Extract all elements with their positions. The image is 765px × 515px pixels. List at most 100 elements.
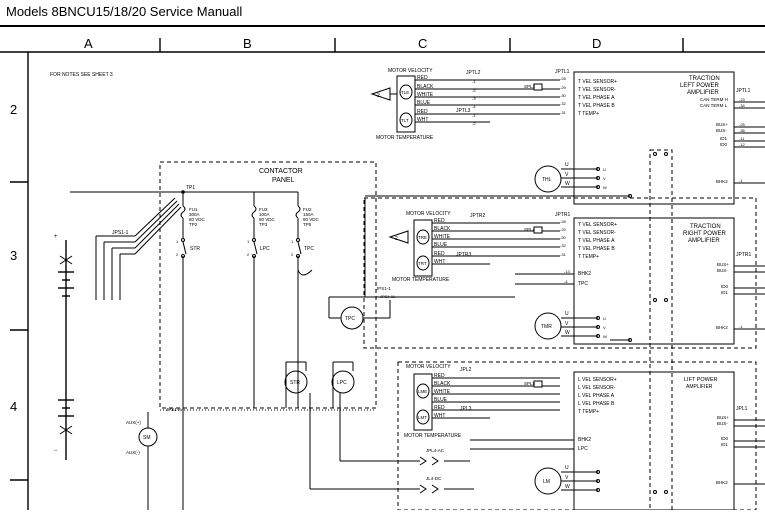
svg-text:MOTOR VELOCITY: MOTOR VELOCITY bbox=[406, 211, 451, 217]
svg-text:-32: -32 bbox=[560, 243, 567, 248]
lmt-sensor bbox=[416, 409, 430, 425]
svg-text:AMPLIFIER: AMPLIFIER bbox=[687, 90, 719, 96]
svg-text:-1: -1 bbox=[472, 113, 476, 118]
column-label-d: D bbox=[592, 36, 601, 51]
row-label-2: 2 bbox=[10, 102, 17, 117]
svg-text:U: U bbox=[565, 162, 569, 168]
svg-text:AUX(-): AUX(-) bbox=[126, 450, 140, 455]
svg-text:JPTL2: JPTL2 bbox=[466, 70, 481, 76]
fuse-fu3: FU3 100A 80 VDC TP3 bbox=[251, 192, 276, 238]
str-coil: STR bbox=[284, 361, 308, 408]
svg-text:BHK2: BHK2 bbox=[578, 437, 591, 443]
page-title: Models 8BNCU15/18/20 Service Manuall bbox=[6, 4, 242, 19]
svg-text:-1: -1 bbox=[739, 324, 743, 329]
svg-text:SPL5: SPL5 bbox=[524, 381, 536, 386]
svg-text:ID1: ID1 bbox=[720, 136, 728, 141]
contactor-tpc: TPC 1 2 bbox=[291, 238, 314, 276]
svg-text:TP2: TP2 bbox=[189, 222, 198, 227]
svg-text:-12: -12 bbox=[739, 142, 746, 147]
svg-text:RIGHT POWER: RIGHT POWER bbox=[683, 231, 727, 237]
svg-text:TPC: TPC bbox=[304, 246, 314, 252]
svg-text:TMR: TMR bbox=[541, 324, 552, 330]
left-ref-triangle bbox=[370, 87, 391, 101]
svg-text:L VEL PHASE B: L VEL PHASE B bbox=[578, 401, 615, 407]
column-label-c: C bbox=[418, 36, 427, 51]
svg-text:T VEL SENSOR-: T VEL SENSOR- bbox=[578, 87, 616, 93]
svg-text:TLE: TLE bbox=[401, 90, 409, 95]
svg-text:T VEL PHASE B: T VEL PHASE B bbox=[578, 103, 615, 109]
svg-text:T TEMP+: T TEMP+ bbox=[578, 409, 599, 415]
svg-text:1: 1 bbox=[247, 239, 250, 244]
svg-text:U: U bbox=[603, 167, 606, 172]
svg-text:−: − bbox=[54, 448, 58, 454]
svg-text:JPL3: JPL3 bbox=[460, 406, 472, 412]
svg-text:-11: -11 bbox=[739, 136, 745, 141]
svg-text:W: W bbox=[565, 330, 570, 336]
row-label-3: 3 bbox=[10, 248, 17, 263]
svg-text:JPTL3: JPTL3 bbox=[456, 108, 471, 114]
sm-motor: SM AUX(+) AUX(-) bbox=[126, 412, 158, 510]
svg-text:LMT: LMT bbox=[418, 415, 427, 420]
svg-text:AMPLIFIER: AMPLIFIER bbox=[688, 238, 720, 244]
svg-text:TP5: TP5 bbox=[303, 222, 312, 227]
left-motor-temperature-label: MOTOR TEMPERATURE bbox=[376, 135, 434, 141]
svg-text:JPTL1: JPTL1 bbox=[555, 69, 570, 75]
svg-text:MOTOR TEMPERATURE: MOTOR TEMPERATURE bbox=[404, 433, 462, 439]
svg-text:-2: -2 bbox=[472, 121, 476, 126]
svg-text:80 VDC: 80 VDC bbox=[189, 217, 206, 222]
svg-text:ID1: ID1 bbox=[721, 442, 729, 447]
contactor-str: STR 1 2 bbox=[176, 238, 200, 275]
svg-text:CAN TERM L: CAN TERM L bbox=[700, 103, 728, 108]
svg-text:L VEL SENSOR-: L VEL SENSOR- bbox=[578, 385, 616, 391]
svg-text:-28: -28 bbox=[560, 76, 567, 81]
svg-text:U: U bbox=[565, 465, 569, 471]
jps1-harness: JPS1-1 bbox=[95, 197, 182, 300]
svg-text:JL4-DC: JL4-DC bbox=[426, 476, 442, 481]
svg-text:-30: -30 bbox=[560, 93, 567, 98]
svg-text:RED: RED bbox=[434, 373, 445, 379]
svg-text:MOTOR VELOCITY: MOTOR VELOCITY bbox=[406, 364, 451, 370]
svg-text:V: V bbox=[565, 321, 569, 327]
svg-text:LME: LME bbox=[418, 389, 427, 394]
thl-motor bbox=[534, 165, 562, 193]
svg-text:BLACK: BLACK bbox=[417, 84, 434, 90]
lift-amp-section: MOTOR VELOCITY MOTOR TEMPERATURE LME LMT… bbox=[397, 361, 765, 511]
svg-text:SPL4: SPL4 bbox=[524, 227, 536, 232]
svg-text:2: 2 bbox=[247, 252, 250, 257]
svg-text:-1: -1 bbox=[739, 178, 743, 183]
svg-text:-3: -3 bbox=[472, 96, 476, 101]
svg-text:WHT: WHT bbox=[434, 259, 445, 265]
left-motor-velocity-label: MOTOR VELOCITY bbox=[388, 68, 433, 74]
svg-text:TRE: TRE bbox=[418, 235, 427, 240]
svg-text:300A: 300A bbox=[189, 212, 200, 217]
trt-sensor bbox=[416, 255, 430, 271]
svg-text:AUX(+): AUX(+) bbox=[126, 420, 141, 425]
svg-text:RED: RED bbox=[417, 109, 428, 115]
svg-text:JPS1-1: JPS1-1 bbox=[376, 286, 391, 291]
svg-text:FU2: FU2 bbox=[303, 207, 312, 212]
svg-text:LEFT POWER: LEFT POWER bbox=[680, 83, 720, 89]
right-amp-section: MOTOR VELOCITY MOTOR TEMPERATURE TRE TRT… bbox=[363, 197, 765, 349]
svg-text:LPC: LPC bbox=[337, 380, 347, 386]
svg-text:JPS1-8: JPS1-8 bbox=[166, 407, 181, 412]
lift-amp-boundary bbox=[397, 361, 757, 511]
svg-text:-29: -29 bbox=[560, 227, 567, 232]
svg-text:SM: SM bbox=[143, 435, 151, 441]
row-label-4: 4 bbox=[10, 399, 17, 414]
svg-text:JPTR3: JPTR3 bbox=[456, 252, 472, 258]
svg-text:WHT: WHT bbox=[434, 413, 445, 419]
battery-symbol: + − bbox=[54, 234, 74, 460]
svg-text:2: 2 bbox=[377, 93, 380, 99]
svg-text:2: 2 bbox=[291, 252, 294, 257]
svg-text:LM: LM bbox=[543, 479, 550, 485]
tpc-coil: TPC JPS1-1 JPS1-11 bbox=[328, 286, 515, 330]
contactor-panel-title: CONTACTOR bbox=[259, 168, 303, 175]
svg-text:TRT: TRT bbox=[418, 261, 427, 266]
svg-text:ID0: ID0 bbox=[721, 284, 729, 289]
svg-text:T VEL PHASE B: T VEL PHASE B bbox=[578, 246, 615, 252]
right-amp-box bbox=[573, 217, 735, 345]
svg-text:80 VDC: 80 VDC bbox=[259, 217, 276, 222]
svg-text:1: 1 bbox=[176, 239, 179, 244]
